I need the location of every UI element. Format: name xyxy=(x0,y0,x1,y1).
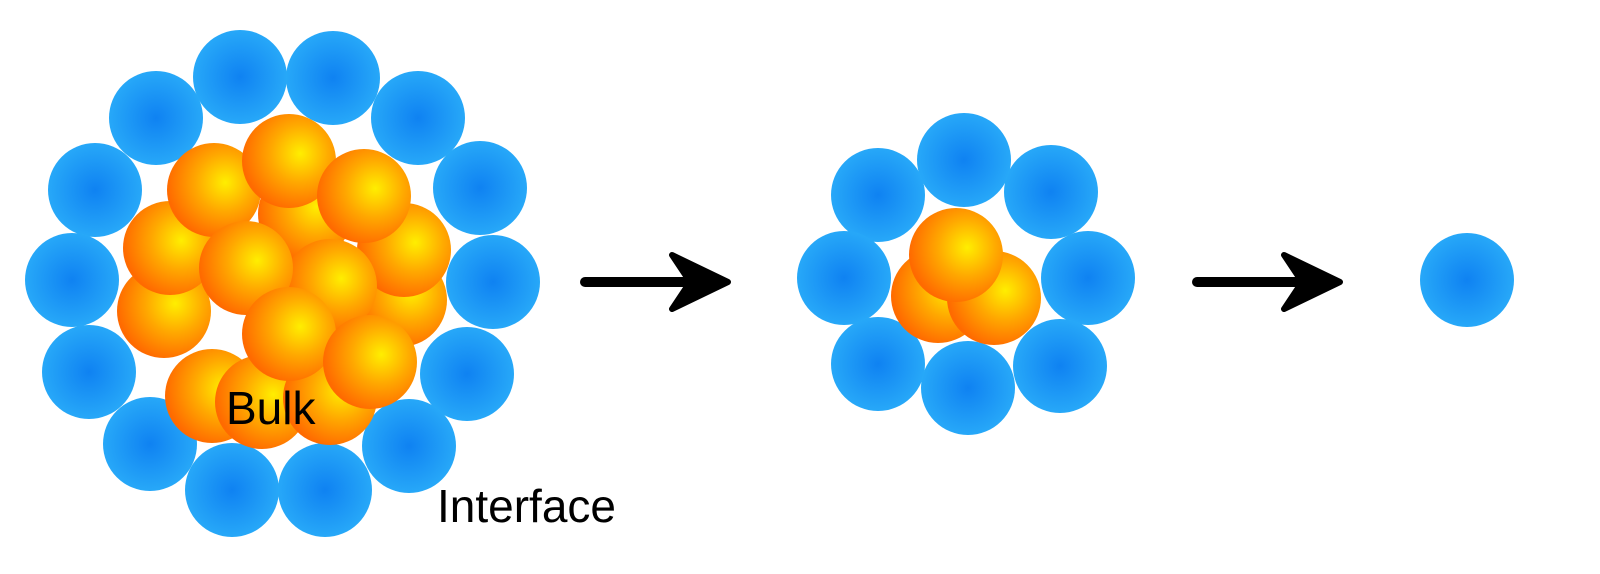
interface-particle xyxy=(797,231,891,325)
bulk-particle xyxy=(317,149,411,243)
interface-particle xyxy=(831,317,925,411)
interface-particle xyxy=(446,235,540,329)
bulk-particle xyxy=(167,143,261,237)
interface-particle xyxy=(48,143,142,237)
interface-particle xyxy=(921,341,1015,435)
arrow-stage2-to-stage3 xyxy=(1192,252,1343,312)
interface-particle xyxy=(1041,231,1135,325)
bulk-particle xyxy=(323,315,417,409)
interface-particle xyxy=(371,71,465,165)
interface-particle xyxy=(1420,233,1514,327)
bulk-particle xyxy=(242,287,336,381)
bulk-particle xyxy=(909,208,1003,302)
interface-particle xyxy=(278,443,372,537)
interface-particle xyxy=(831,148,925,242)
large-cluster xyxy=(25,30,540,537)
arrow-stage1-to-stage2 xyxy=(580,252,731,312)
interface-particle xyxy=(42,325,136,419)
single-particle xyxy=(1420,233,1514,327)
small-cluster xyxy=(797,113,1135,435)
interface-particle xyxy=(193,30,287,124)
interface-label: Interface xyxy=(437,480,616,532)
interface-particle xyxy=(1013,319,1107,413)
interface-particle xyxy=(917,113,1011,207)
interface-particle xyxy=(1004,145,1098,239)
interface-particle xyxy=(109,71,203,165)
bulk-particle xyxy=(242,114,336,208)
interface-particle xyxy=(420,327,514,421)
bulk-label: Bulk xyxy=(226,382,316,434)
arrow-head xyxy=(1281,252,1343,312)
interface-particle xyxy=(362,399,456,493)
interface-particle xyxy=(286,31,380,125)
interface-particle xyxy=(433,141,527,235)
arrow-head xyxy=(669,252,731,312)
interface-particle xyxy=(25,233,119,327)
interface-particle xyxy=(185,443,279,537)
